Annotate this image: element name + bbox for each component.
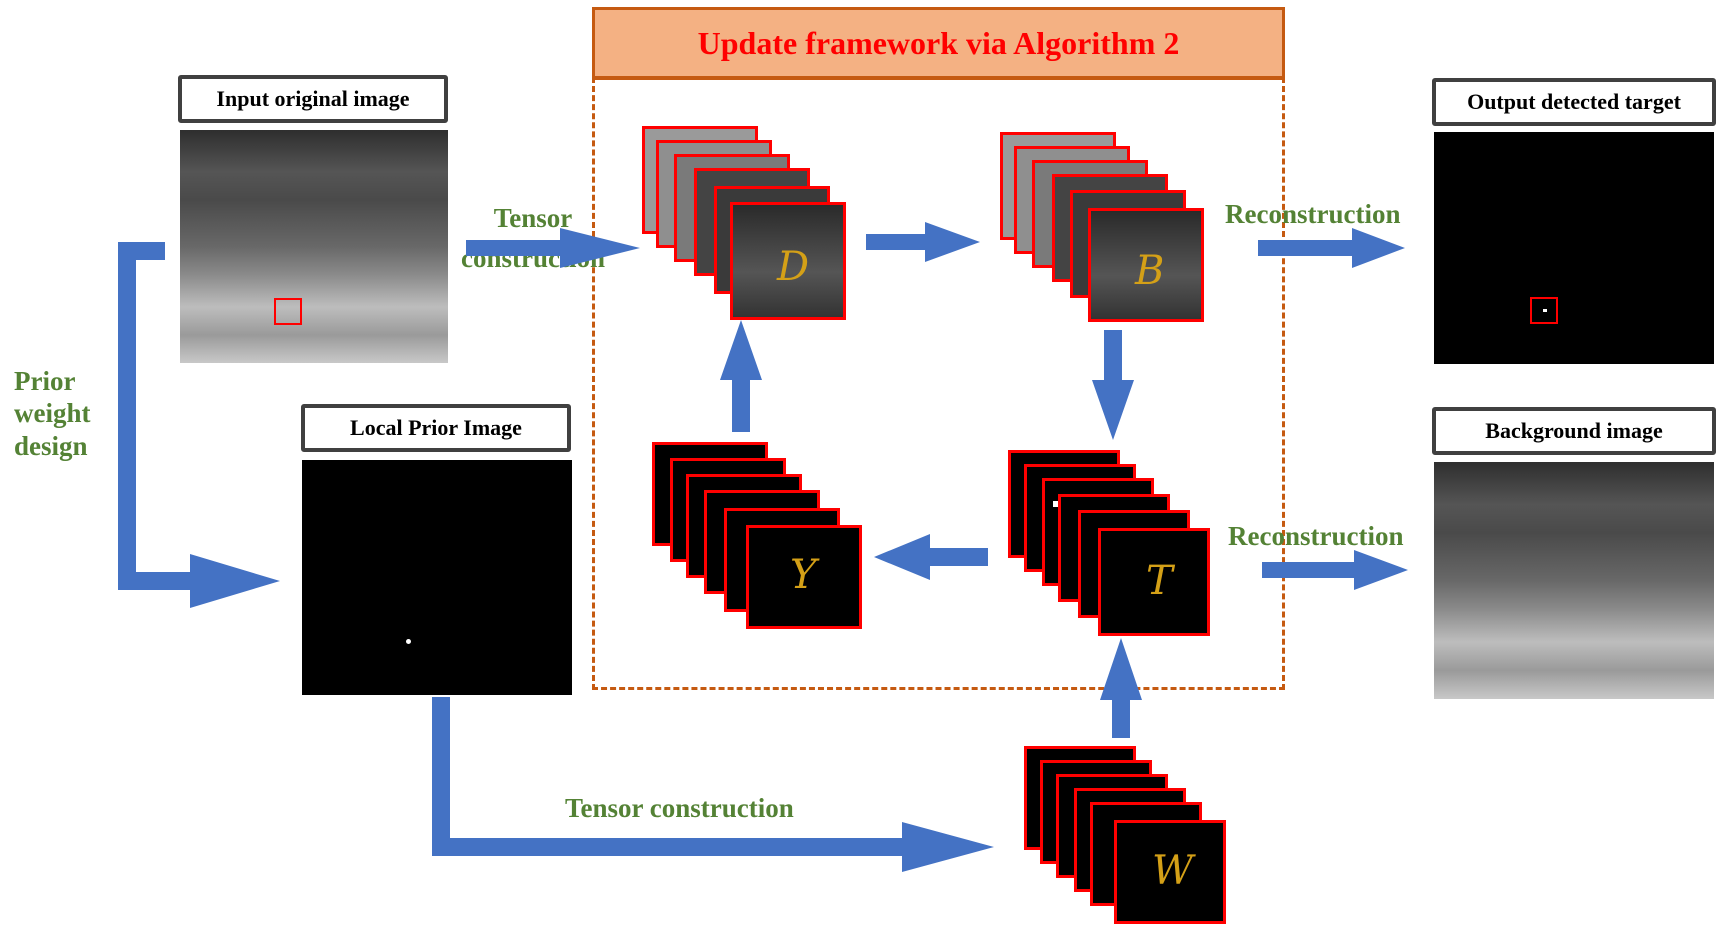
background-label: Background image bbox=[1432, 407, 1716, 455]
prior-weight-design-label: Prior weight design bbox=[14, 366, 91, 461]
reconstruction-bottom-arrow bbox=[1262, 550, 1408, 590]
d-to-b-arrow bbox=[866, 222, 980, 262]
prior-point bbox=[406, 639, 411, 644]
reconstruction-top-label: Reconstruction bbox=[1225, 199, 1401, 229]
w-to-t-arrow bbox=[1100, 638, 1142, 738]
detected-marker bbox=[1530, 297, 1558, 324]
background-image bbox=[1434, 462, 1714, 699]
local-prior-label: Local Prior Image bbox=[301, 404, 571, 452]
tensor-t-symbol: T bbox=[1146, 558, 1173, 604]
algorithm-header: Update framework via Algorithm 2 bbox=[592, 7, 1285, 79]
output-target-label: Output detected target bbox=[1432, 78, 1716, 126]
input-image-label: Input original image bbox=[178, 75, 448, 123]
tensor-construction-bottom-arrow bbox=[432, 697, 994, 872]
update-framework-frame bbox=[592, 77, 1285, 690]
tensor-b-symbol: B bbox=[1135, 248, 1165, 294]
tensor-y-symbol: Y bbox=[790, 552, 817, 598]
tensor-d-symbol: D bbox=[777, 244, 810, 290]
tensor-w-symbol: W bbox=[1152, 848, 1194, 894]
t-to-y-arrow bbox=[874, 534, 988, 580]
tensor-construction-arrow bbox=[466, 228, 640, 268]
b-to-t-arrow bbox=[1092, 330, 1134, 440]
reconstruction-bottom-label: Reconstruction bbox=[1228, 521, 1404, 551]
target-marker bbox=[274, 298, 302, 325]
local-prior-image bbox=[302, 460, 572, 695]
input-original-image bbox=[180, 130, 448, 363]
algorithm-title: Update framework via Algorithm 2 bbox=[697, 24, 1180, 61]
reconstruction-top-arrow bbox=[1258, 228, 1405, 268]
prior-weight-arrow bbox=[118, 242, 280, 608]
tensor-construction-bottom-label: Tensor construction bbox=[565, 793, 794, 823]
y-to-d-arrow bbox=[720, 320, 762, 432]
output-detected-image bbox=[1434, 132, 1714, 364]
